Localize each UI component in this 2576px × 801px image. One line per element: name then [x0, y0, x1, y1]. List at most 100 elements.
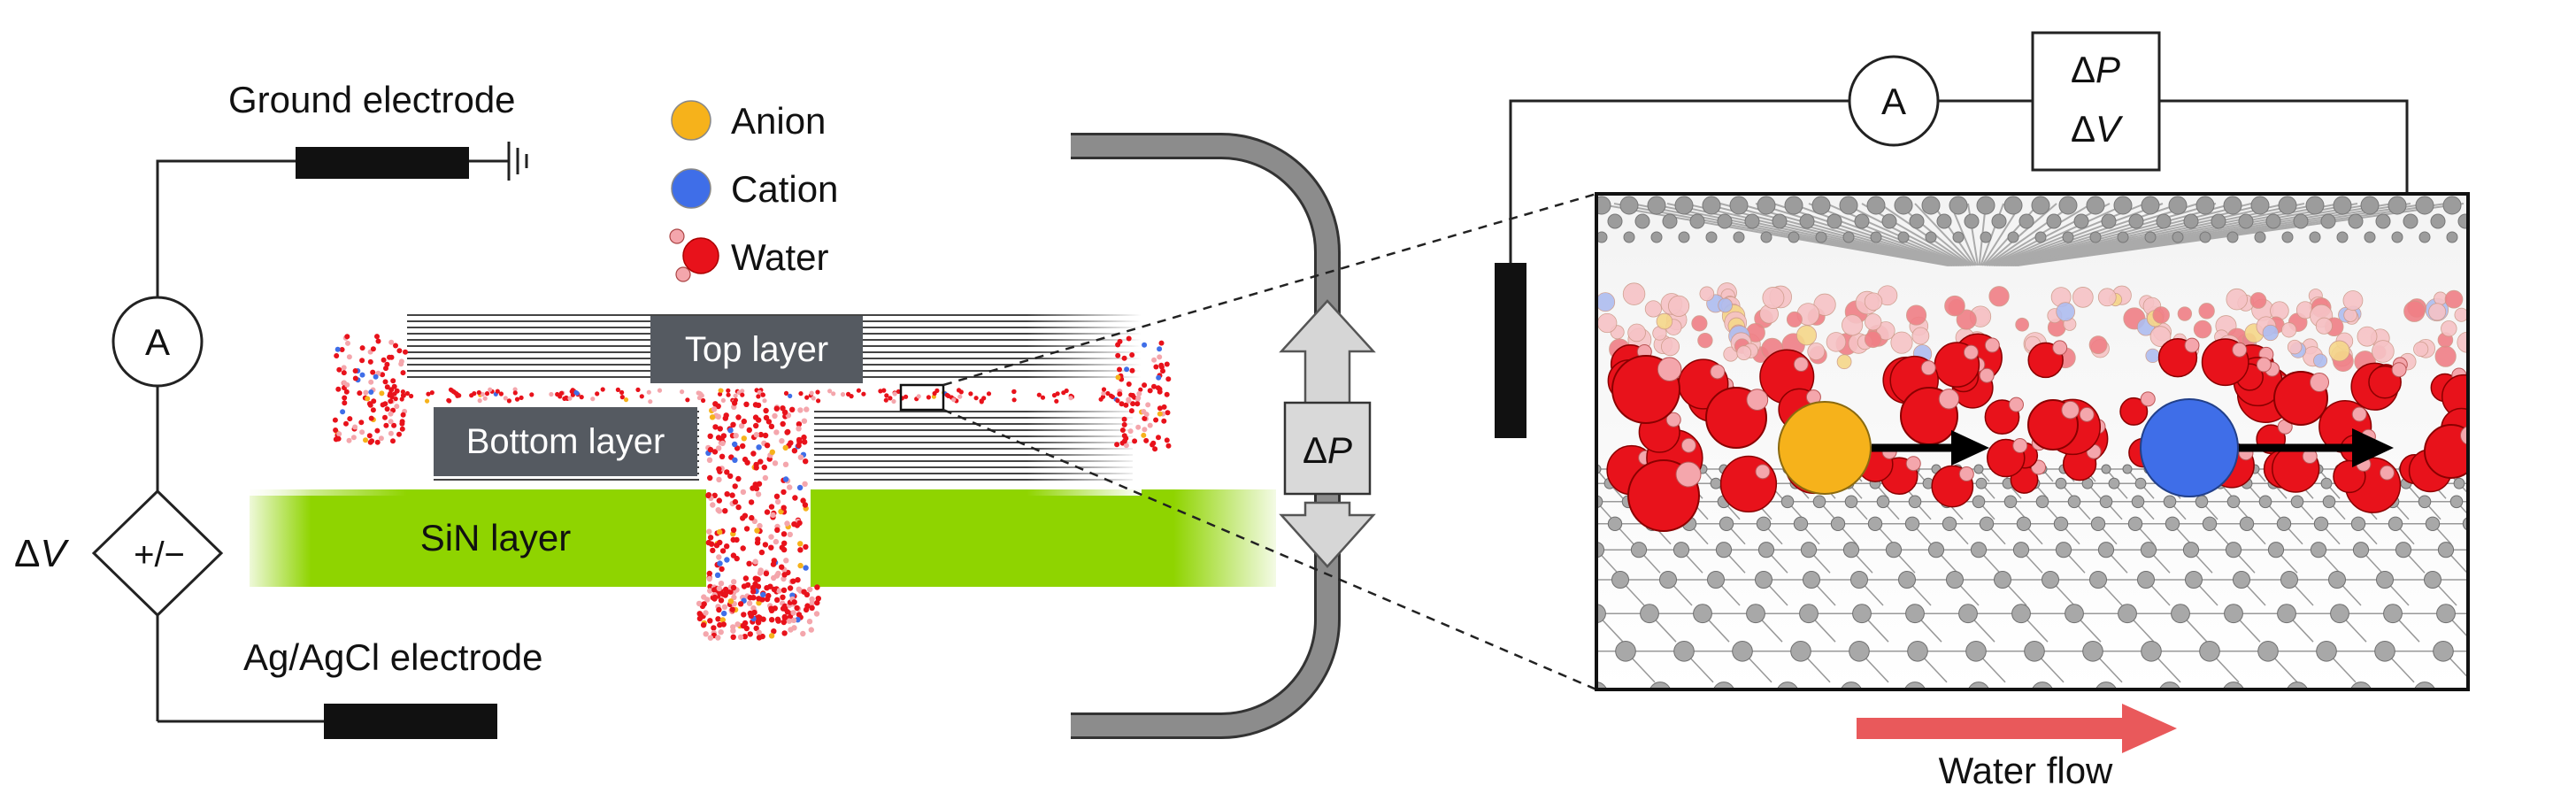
particle	[379, 390, 385, 397]
particle	[743, 526, 750, 532]
particle	[712, 424, 719, 430]
particle	[519, 395, 524, 400]
legend-water-swatch	[669, 228, 719, 282]
particle	[763, 570, 770, 577]
particle	[742, 512, 749, 519]
particle	[717, 528, 723, 535]
particle	[657, 388, 663, 393]
particle	[756, 614, 762, 620]
particle	[773, 405, 780, 412]
particle	[344, 334, 350, 340]
particle	[795, 577, 801, 583]
particle	[789, 406, 796, 412]
particle	[334, 353, 340, 358]
particle	[797, 407, 804, 413]
particle	[827, 389, 833, 394]
particle	[619, 395, 625, 400]
particle	[892, 391, 897, 397]
particle	[760, 616, 766, 622]
particle	[796, 426, 802, 432]
particle	[1011, 397, 1017, 403]
legend-anion-swatch	[671, 100, 711, 141]
particle	[569, 389, 574, 394]
particle	[498, 391, 504, 397]
particle	[716, 466, 722, 473]
particle	[809, 605, 815, 611]
particle	[781, 572, 788, 578]
particle	[788, 393, 793, 398]
particle	[352, 424, 358, 430]
particle	[742, 634, 748, 640]
particle	[506, 398, 512, 404]
particle	[781, 540, 788, 546]
particle	[335, 435, 342, 442]
particle	[639, 394, 644, 399]
particle	[754, 528, 760, 534]
ground-electrode	[296, 147, 469, 179]
particle	[800, 630, 806, 637]
particle	[803, 543, 809, 551]
particle	[380, 372, 386, 378]
particle	[755, 536, 761, 543]
particle	[1117, 391, 1123, 397]
particle	[806, 619, 813, 625]
particle	[711, 406, 718, 412]
particle	[809, 600, 815, 606]
particle	[380, 402, 386, 408]
particle	[787, 585, 794, 591]
particle	[1132, 438, 1138, 444]
particle	[365, 396, 371, 402]
particle	[711, 594, 718, 601]
particle	[815, 389, 820, 395]
delta-v-left: ΔV	[14, 532, 69, 575]
particle	[797, 541, 804, 547]
particle	[371, 398, 377, 404]
particle	[477, 398, 482, 404]
particle	[780, 619, 787, 626]
particle	[334, 346, 341, 352]
particle	[757, 522, 763, 529]
particle	[790, 617, 797, 623]
particle	[1151, 383, 1157, 389]
particle	[1117, 338, 1123, 344]
pressure-cell: ΔP	[1071, 133, 1376, 739]
particle	[696, 615, 704, 622]
particle	[831, 391, 836, 397]
particle	[757, 458, 764, 465]
particle	[730, 421, 736, 427]
particle	[750, 451, 757, 457]
particle	[1151, 357, 1157, 363]
particle	[816, 398, 821, 404]
particle	[549, 391, 554, 397]
particle	[756, 444, 762, 451]
bottom-layer-box	[434, 407, 697, 476]
particle	[790, 578, 796, 584]
water-flow-label: Water flow	[1939, 750, 2113, 791]
particle	[765, 419, 773, 425]
particle	[750, 485, 756, 491]
particle	[780, 504, 787, 511]
particle	[391, 422, 397, 428]
particle	[757, 570, 764, 576]
particle	[787, 484, 793, 490]
particle	[711, 625, 717, 631]
particle	[752, 402, 759, 408]
particle	[717, 539, 723, 546]
particle	[382, 379, 388, 385]
particle	[484, 391, 490, 397]
pressure-arrow-down	[1279, 501, 1376, 568]
particle	[768, 633, 775, 639]
particle	[701, 594, 707, 600]
ground-electrode-label: Ground electrode	[228, 79, 516, 120]
particle	[737, 634, 744, 641]
particle	[368, 379, 374, 385]
particle	[764, 509, 771, 515]
particle	[781, 630, 788, 636]
particle	[797, 547, 804, 553]
particle	[791, 625, 797, 631]
particle	[814, 584, 820, 590]
particle	[726, 392, 731, 397]
particle	[343, 389, 350, 395]
particle	[714, 572, 721, 578]
particle	[743, 401, 750, 407]
